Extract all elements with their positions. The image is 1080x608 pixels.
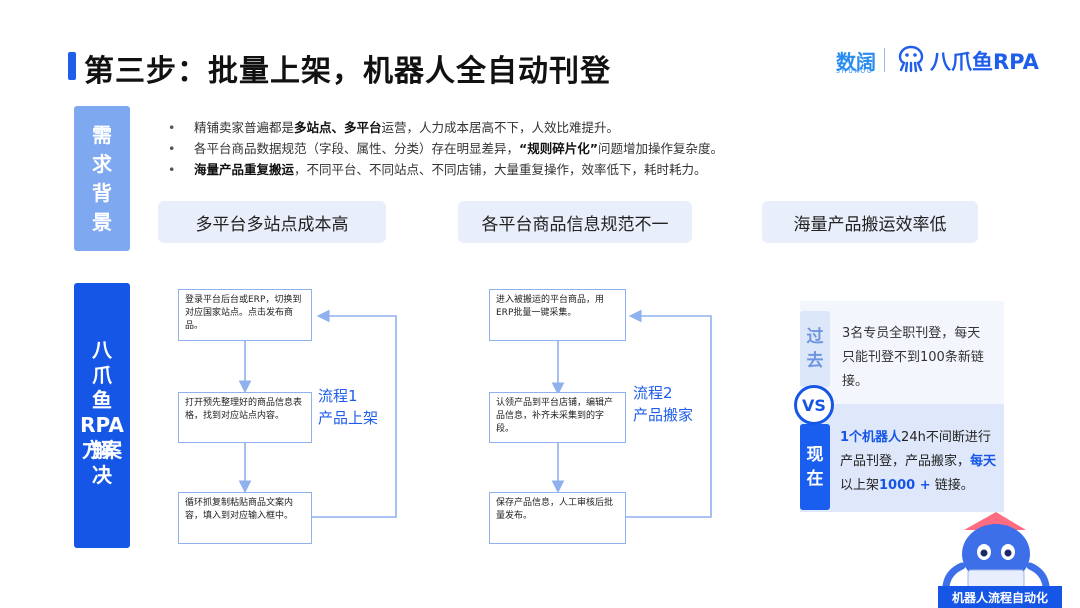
flow2-step-2: 认领产品到平台店铺，编辑产品信息，补齐未采集到的字段。: [489, 392, 626, 443]
mascot-banner: 机器人流程自动化: [938, 586, 1062, 608]
past-description: 3名专员全职刊登，每天只能刊登不到100条新链接。: [842, 326, 984, 389]
solution-label-char: 解: [92, 437, 112, 462]
now-description: 1个机器人24h不间断进行产品刊登，产品搬家，每天以上架1000 + 链接。: [840, 426, 1002, 498]
flow2-label: 流程2 产品搬家: [633, 382, 693, 426]
bullet-item: 精铺卖家普遍都是多站点、多平台运营，人力成本居高不下，人效比难提升。: [168, 117, 808, 138]
need-label-char: 景: [92, 209, 112, 234]
flow1-step-1: 登录平台后台或ERP，切换到对应国家站点。点击发布商品。: [178, 289, 312, 341]
flow1-label: 流程1 产品上架: [318, 385, 378, 429]
solution-label-char: 爪: [92, 362, 112, 387]
pain-point-pill: 海量产品搬运效率低: [762, 201, 978, 243]
solution-label-char: 八: [92, 337, 112, 362]
now-panel-bg: [800, 404, 1004, 512]
title-accent-bar: [68, 52, 76, 80]
need-label-char: 需: [92, 122, 112, 147]
bullet-item: 各平台商品数据规范（字段、属性、分类）存在明显差异，“规则碎片化”问题增加操作复…: [168, 138, 808, 159]
now-text: 链接。: [930, 478, 974, 493]
need-bullet-list: 精铺卖家普遍都是多站点、多平台运营，人力成本居高不下，人效比难提升。 各平台商品…: [168, 117, 808, 180]
solution-label-char: 方: [82, 438, 102, 462]
now-tag-char: 现: [806, 445, 824, 465]
solution-label-char: 鱼: [92, 387, 112, 412]
rpa-solution-label: 八 爪 鱼 RPA 解 决: [74, 283, 130, 548]
flow2-label-line2: 产品搬家: [633, 406, 694, 424]
need-label-char: 背: [92, 180, 112, 205]
bazhuayu-rpa-logo: 八爪鱼RPA: [930, 50, 1039, 74]
now-tag-char: 在: [806, 469, 824, 489]
robot-mascot-icon: [942, 512, 1050, 590]
shukoo-logo: 数阔: [836, 50, 876, 74]
now-text: 以上架: [840, 478, 880, 493]
now-text: 24h不间断进行产品刊登，产品搬家，: [840, 430, 991, 469]
vs-badge: VS: [794, 385, 834, 425]
solution-label-char: 决: [92, 462, 112, 487]
logo-divider: [884, 48, 885, 72]
flow2-step-3: 保存产品信息，人工审核后批量发布。: [489, 492, 626, 544]
solution-label-char: 案: [102, 438, 122, 462]
past-tag-char: 去: [806, 351, 824, 371]
pain-point-pill: 各平台商品信息规范不一: [458, 201, 692, 243]
shukoo-logo-sub: SHUKOO: [836, 68, 874, 75]
now-highlight: 1个机器人: [840, 430, 902, 445]
solution-label-char: RPA: [80, 412, 124, 437]
flow2-label-line1: 流程2: [633, 384, 673, 402]
page-title: 第三步：批量上架，机器人全自动刊登: [84, 54, 611, 89]
need-label-char: 求: [92, 151, 112, 176]
bullet-item: 海量产品重复搬运，不同平台、不同站点、不同店铺，大量重复操作，效率低下，耗时耗力…: [168, 159, 808, 180]
flow1-label-line1: 流程1: [318, 387, 358, 405]
solution-label-tail: 方案: [74, 438, 130, 463]
flow1-label-line2: 产品上架: [318, 409, 379, 427]
past-tag-char: 过: [806, 327, 824, 347]
past-tag: 过 去: [800, 311, 830, 387]
need-background-label: 需 求 背 景: [74, 106, 130, 251]
now-highlight: 每天: [970, 454, 997, 469]
pain-point-pill: 多平台多站点成本高: [158, 201, 386, 243]
octopus-logo-icon: [898, 45, 924, 73]
now-tag: 现 在: [800, 424, 830, 510]
flow1-step-3: 循环抓复制粘贴商品文案内容，填入到对应输入框中。: [178, 492, 312, 544]
now-highlight: 1000 +: [879, 478, 931, 493]
flow2-step-1: 进入被搬运的平台商品，用ERP批量一键采集。: [489, 289, 626, 341]
flow1-step-2: 打开预先整理好的商品信息表格，找到对应站点内容。: [178, 392, 312, 443]
